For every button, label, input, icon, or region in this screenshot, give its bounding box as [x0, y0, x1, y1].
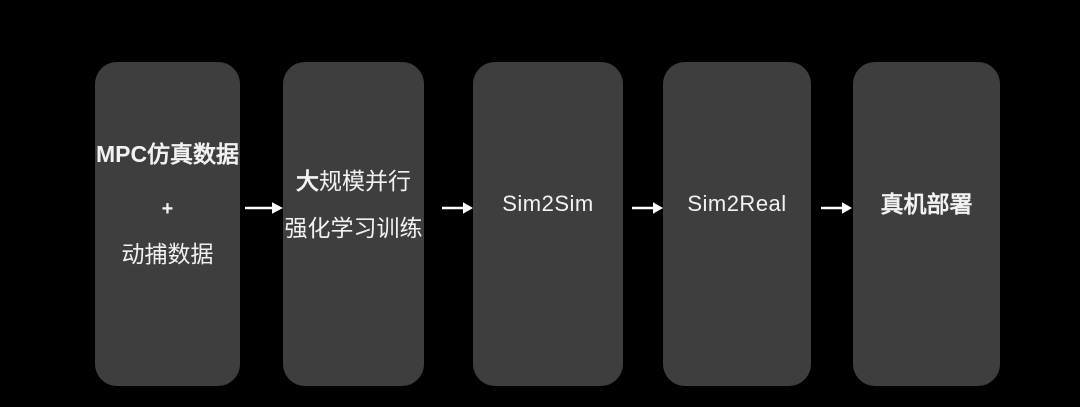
node-parallel-rl-training: 大规模并行 强化学习训练	[283, 62, 424, 386]
plus-sign: +	[161, 198, 174, 220]
node-sim2real: Sim2Real	[663, 62, 811, 386]
flow-arrow-icon	[821, 202, 852, 214]
flow-arrow-icon	[442, 202, 473, 214]
node-sim2sim: Sim2Sim	[473, 62, 623, 386]
node-line: Sim2Real	[687, 191, 787, 216]
node-line: 动捕数据	[121, 241, 214, 267]
flow-arrow-icon	[632, 202, 663, 214]
node-line: 强化学习训练	[284, 214, 423, 241]
node-mpc-mocap-data: MPC仿真数据 + 动捕数据	[95, 62, 240, 386]
node-real-robot-deployment: 真机部署	[853, 62, 1000, 386]
node-line: MPC仿真数据	[95, 141, 240, 167]
node-line: 大规模并行	[296, 167, 411, 194]
node-line: Sim2Sim	[502, 191, 594, 216]
flow-arrow-icon	[245, 202, 283, 214]
node-line: 真机部署	[880, 191, 973, 217]
